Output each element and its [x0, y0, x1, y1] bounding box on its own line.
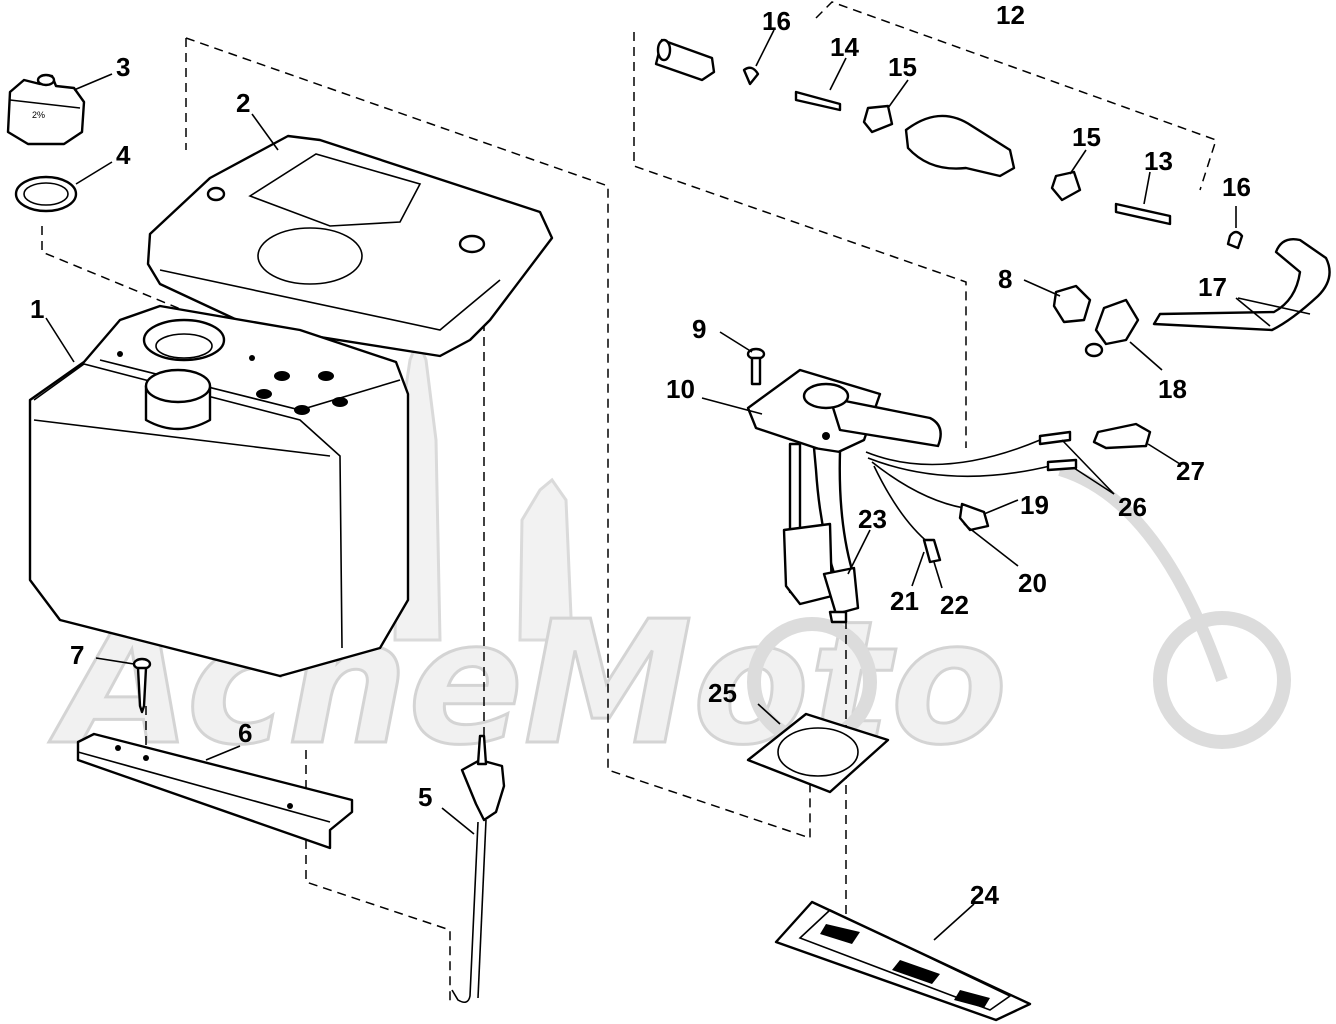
callout-9: 9	[692, 314, 706, 344]
callout-10: 10	[666, 374, 695, 404]
decal-part	[774, 900, 1032, 1022]
cap-gasket-inner	[23, 182, 69, 206]
callout-16b: 16	[1222, 172, 1251, 202]
leader-lines	[45, 29, 1311, 941]
callout-5: 5	[418, 782, 432, 812]
callout-13: 13	[1144, 146, 1173, 176]
callout-15b: 15	[1072, 122, 1101, 152]
callout-8: 8	[998, 264, 1012, 294]
callout-23: 23	[858, 504, 887, 534]
callout-2: 2	[236, 88, 250, 118]
callout-20: 20	[1018, 568, 1047, 598]
callout-1: 1	[30, 294, 44, 324]
svg-text:2%: 2%	[32, 110, 45, 120]
callout-18: 18	[1158, 374, 1187, 404]
bolt-part	[746, 347, 766, 386]
callout-labels: 1 2 3 4 5 6 7 8 9 10 12 13 14 15 15 16 1…	[30, 0, 1251, 910]
callout-26: 26	[1118, 492, 1147, 522]
screw-part	[132, 657, 152, 714]
callout-25: 25	[708, 678, 737, 708]
callout-12: 12	[996, 0, 1025, 30]
callout-3: 3	[116, 52, 130, 82]
callout-15a: 15	[888, 52, 917, 82]
callout-19: 19	[1020, 490, 1049, 520]
fuel-cap-part: 2%	[6, 73, 86, 146]
callout-17: 17	[1198, 272, 1227, 302]
tank-cover-part	[146, 134, 554, 358]
callout-4: 4	[116, 140, 131, 170]
fuel-tank-part	[28, 304, 410, 678]
callout-16a: 16	[762, 6, 791, 36]
mounting-bracket-part	[76, 732, 354, 850]
cap-gasket-part	[14, 175, 78, 213]
callout-7: 7	[70, 640, 84, 670]
callout-21: 21	[890, 586, 919, 616]
callout-24: 24	[970, 880, 999, 910]
callout-14: 14	[830, 32, 859, 62]
fuel-gauge-part	[451, 734, 506, 1004]
callout-6: 6	[238, 718, 252, 748]
mounting-gasket-part	[746, 712, 890, 794]
callout-27: 27	[1176, 456, 1205, 486]
fuel-pickup-part	[746, 368, 942, 624]
connector-part	[1084, 298, 1140, 358]
hose-clamp-part	[1052, 284, 1092, 324]
fuel-line-assembly	[654, 38, 1244, 250]
callout-22: 22	[940, 590, 969, 620]
fuel-hose-part	[1152, 238, 1331, 332]
